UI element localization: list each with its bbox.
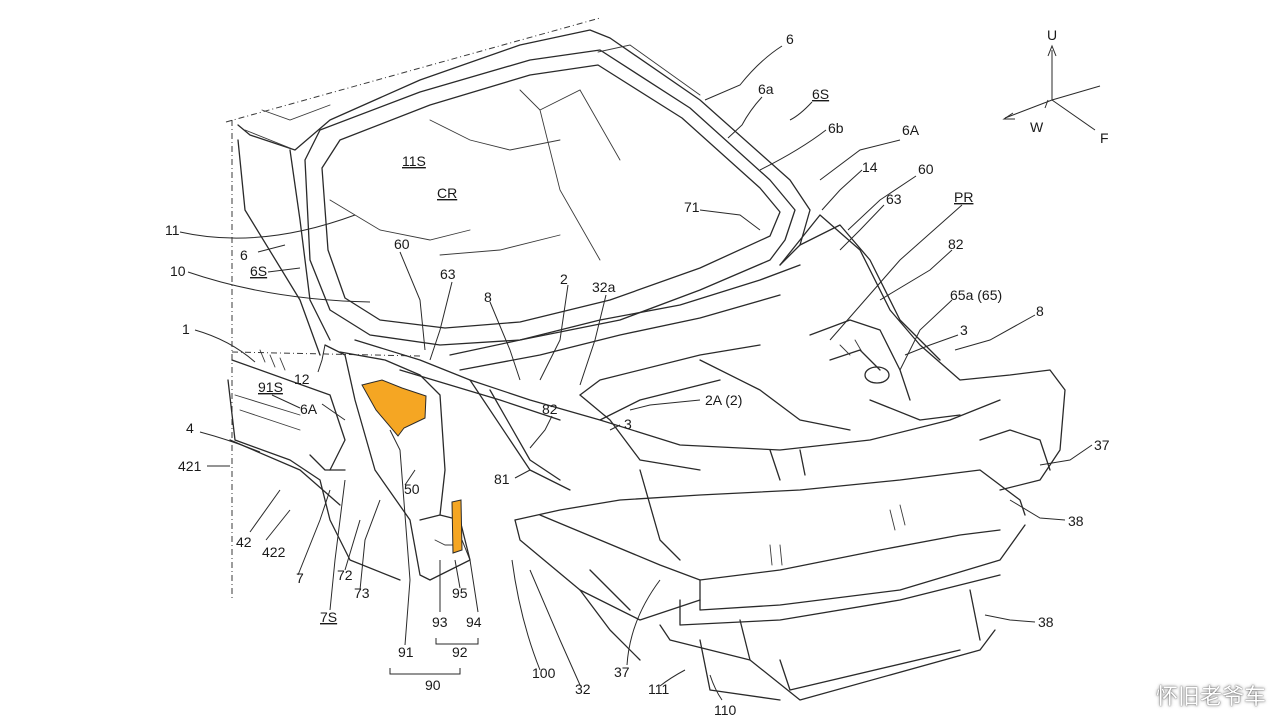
label-50: 50 [404, 481, 420, 497]
watermark-text: 怀旧老爷车 [1155, 685, 1266, 710]
label-93: 93 [432, 614, 448, 630]
highlighted-parts [361, 379, 463, 554]
left-side-structure [227, 139, 471, 581]
label-60-left: 60 [394, 236, 410, 252]
label-65a: 65a (65) [950, 287, 1002, 303]
axis-width-label: W [1030, 119, 1044, 135]
label-38-upper: 38 [1068, 513, 1084, 529]
label-111: 111 [648, 681, 669, 697]
label-42: 42 [236, 534, 252, 550]
label-6-top: 6 [786, 31, 794, 47]
label-6S-left: 6S [250, 263, 267, 279]
label-6A-top: 6A [902, 122, 920, 138]
label-37-right: 37 [1094, 437, 1110, 453]
highlight-bracket-upper [361, 379, 427, 437]
label-6-left: 6 [240, 247, 248, 263]
label-91S: 91S [258, 379, 283, 395]
label-32a: 32a [592, 279, 616, 295]
label-82-mid: 82 [542, 401, 558, 417]
label-63-right: 63 [886, 191, 902, 207]
watermark: 怀旧老爷车 [1120, 679, 1266, 711]
label-81: 81 [494, 471, 510, 487]
label-14: 14 [862, 159, 878, 175]
label-90: 90 [425, 677, 441, 693]
reference-lines [225, 17, 601, 600]
label-3-right: 3 [960, 322, 968, 338]
label-4: 4 [186, 420, 194, 436]
label-91: 91 [398, 644, 414, 660]
label-32: 32 [575, 681, 591, 697]
label-60-right: 60 [918, 161, 934, 177]
orientation-axes-icon [1002, 44, 1101, 131]
label-82-right: 82 [948, 236, 964, 252]
label-8-right: 8 [1036, 303, 1044, 319]
leader-lines [179, 45, 1093, 701]
label-3-mid: 3 [624, 416, 632, 432]
label-7: 7 [296, 570, 304, 586]
label-6S-top: 6S [812, 86, 829, 102]
roof-window-frame [237, 29, 811, 346]
label-73: 73 [354, 585, 370, 601]
label-38-lower: 38 [1038, 614, 1054, 630]
label-63-left: 63 [440, 266, 456, 282]
label-422: 422 [262, 544, 286, 560]
reference-numerals: 6 6a 6S 6b 6A 14 60 63 PR 82 65a (65) 3 … [165, 31, 1110, 718]
label-37-bottom: 37 [614, 664, 630, 680]
weibo-logo-icon [1120, 683, 1150, 707]
label-6A-left: 6A [300, 401, 318, 417]
label-2: 2 [560, 271, 568, 287]
label-72: 72 [337, 567, 353, 583]
label-12: 12 [294, 371, 310, 387]
grouping-brackets [389, 638, 479, 675]
label-6b: 6b [828, 120, 844, 136]
highlight-bracket-lower [451, 499, 463, 554]
label-110: 110 [714, 702, 737, 718]
axis-up-label: U [1047, 27, 1057, 43]
label-PR: PR [954, 189, 973, 205]
label-71: 71 [684, 199, 700, 215]
label-421: 421 [178, 458, 202, 474]
axis-forward-label: F [1100, 130, 1109, 146]
label-95: 95 [452, 585, 468, 601]
label-92: 92 [452, 644, 468, 660]
label-11: 11 [165, 222, 180, 238]
label-CR: CR [437, 185, 457, 201]
label-11S: 11S [402, 153, 426, 169]
label-2A: 2A (2) [705, 392, 742, 408]
label-6a-top: 6a [758, 81, 774, 97]
label-94: 94 [466, 614, 482, 630]
label-1: 1 [182, 321, 190, 337]
label-8-mid: 8 [484, 289, 492, 305]
label-7S: 7S [320, 609, 337, 625]
label-100: 100 [532, 665, 556, 681]
right-side-structure [779, 214, 1066, 491]
label-10: 10 [170, 263, 186, 279]
rear-bumper-frame [514, 449, 1026, 701]
